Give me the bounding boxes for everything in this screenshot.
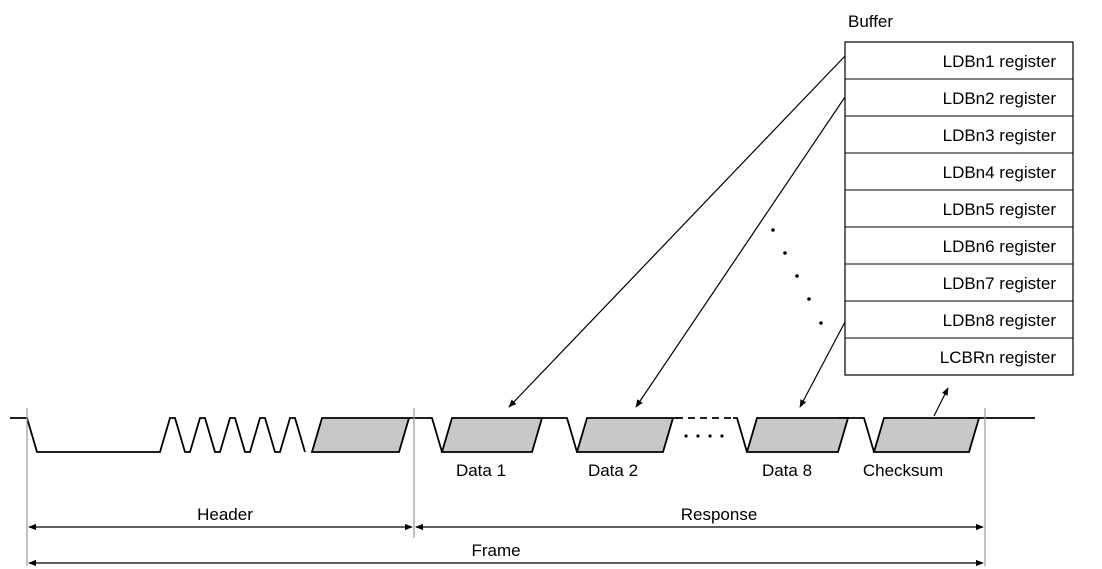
mapping-arrows <box>508 55 949 417</box>
data-fields <box>310 417 981 453</box>
arrow-ldbn8-to-data8 <box>799 321 846 408</box>
data1-label: Data 1 <box>456 461 506 480</box>
buffer-title: Buffer <box>848 12 893 31</box>
data8-label: Data 8 <box>762 461 812 480</box>
response-label: Response <box>681 505 758 524</box>
data2-label: Data 2 <box>588 461 638 480</box>
header-pid-field <box>310 417 411 453</box>
frame-label: Frame <box>471 541 520 560</box>
span-arrows <box>28 523 984 567</box>
arrow-checksum-to-lcbrn <box>933 387 949 417</box>
boundary-lines <box>26 408 986 566</box>
header-label: Header <box>197 505 253 524</box>
register-ldbn3: LDBn3 register <box>943 126 1057 145</box>
buffer-table: LDBn1 register LDBn2 register LDBn3 regi… <box>844 41 1074 376</box>
register-ldbn2: LDBn2 register <box>943 89 1057 108</box>
checksum-label: Checksum <box>863 461 943 480</box>
checksum-field <box>872 417 981 453</box>
ellipsis-dots-horizontal <box>684 434 724 438</box>
register-ldbn6: LDBn6 register <box>943 237 1057 256</box>
ellipsis-dots-diagonal <box>771 228 823 325</box>
data1-field <box>440 417 544 453</box>
register-ldbn4: LDBn4 register <box>943 163 1057 182</box>
data8-field <box>745 417 850 453</box>
arrow-ldbn2-to-data2 <box>635 96 846 408</box>
register-ldbn5: LDBn5 register <box>943 200 1057 219</box>
data2-field <box>575 417 675 453</box>
arrow-ldbn1-to-data1 <box>508 55 846 408</box>
buffer-box <box>844 41 1074 376</box>
register-ldbn7: LDBn7 register <box>943 274 1057 293</box>
register-ldbn8: LDBn8 register <box>943 311 1057 330</box>
register-ldbn1: LDBn1 register <box>943 52 1057 71</box>
register-lcbrn: LCBRn register <box>940 348 1057 367</box>
